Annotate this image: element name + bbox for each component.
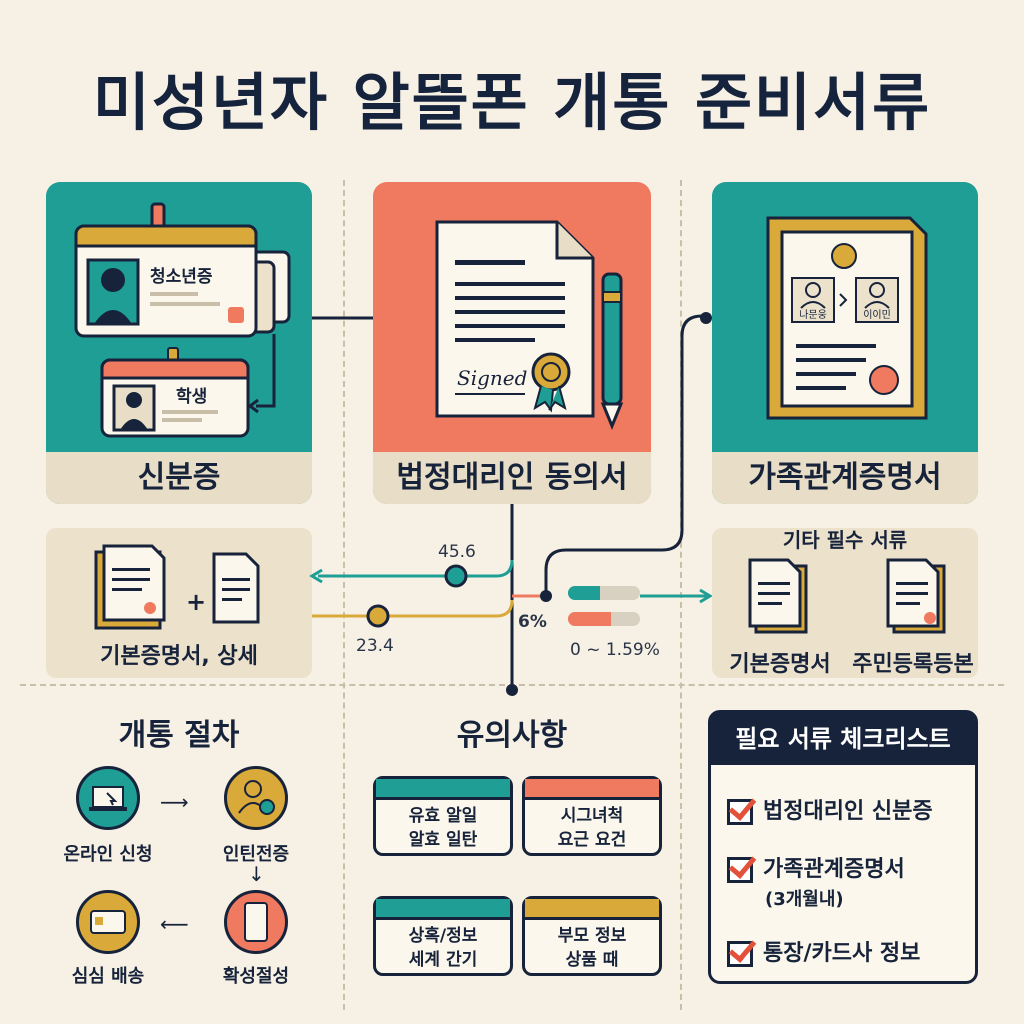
laptop-icon xyxy=(76,766,140,830)
procedure-title: 개통 절차 xyxy=(118,718,240,753)
arrow-left-icon: ⟵ xyxy=(160,912,189,936)
step1-label: 온라인 신청 xyxy=(63,844,153,865)
checklist-item-1-label: 법정대리인 신분증 xyxy=(763,799,933,824)
checklist-item-2[interactable]: 가족관계증명서 xyxy=(727,851,905,883)
student-card-text: 학생 xyxy=(176,387,208,407)
progress-bar-bottom xyxy=(568,612,640,626)
youth-card-text: 청소년증 xyxy=(150,267,213,287)
checkbox-checked-icon[interactable] xyxy=(727,799,753,825)
caution-1-line1: 유효 알일 xyxy=(408,806,478,826)
cautions-title: 유의사항 xyxy=(456,718,568,753)
checklist-item-2-note: (3개월내) xyxy=(765,889,844,910)
family-person2-text: 이이민 xyxy=(863,310,891,321)
caution-2-line1: 시그녀척 xyxy=(560,806,624,826)
consent-label: 법정대리인 동의서 xyxy=(373,452,651,504)
caution-4-line2: 상품 때 xyxy=(565,950,619,970)
card-delivery-icon xyxy=(76,890,140,954)
arrow-down-icon: ↓ xyxy=(248,862,265,886)
other-docs-title: 기타 필수 서류 xyxy=(782,528,908,552)
family-person1-text: 나문웅 xyxy=(799,310,827,321)
basic-cert-label: 기본증명서, 상세 xyxy=(100,644,258,669)
family-cert-label: 가족관계증명서 xyxy=(712,452,978,504)
value-bottom-label: 23.4 xyxy=(356,636,394,656)
caution-3-line1: 상혹/정보 xyxy=(408,926,478,946)
basic-cert-icon: + xyxy=(94,544,260,630)
checklist-item-3-label: 통장/카드사 정보 xyxy=(763,941,921,966)
step2-label: 인틴전증 xyxy=(222,844,290,865)
id-card-panel[interactable]: 청소년증 학생 신분증 xyxy=(46,182,312,504)
family-certificate-icon xyxy=(766,216,928,420)
consent-panel[interactable]: Signed 법정대리인 동의서 xyxy=(373,182,651,504)
percent-label: 6% xyxy=(518,612,547,632)
page-title: 미성년자 알뜰폰 개통 준비서류 xyxy=(92,66,932,139)
progress-bar-top xyxy=(568,586,640,600)
svg-text:+: + xyxy=(186,588,206,616)
value-top-label: 45.6 xyxy=(438,542,476,562)
signature-text: Signed xyxy=(457,366,528,390)
user-verify-icon xyxy=(224,766,288,830)
document-signed-icon xyxy=(435,220,624,430)
checkbox-checked-icon[interactable] xyxy=(727,941,753,967)
caution-4-line1: 부모 정보 xyxy=(557,926,627,946)
id-card-icon xyxy=(74,202,291,438)
arrow-right-icon: ⟶ xyxy=(160,790,189,814)
other-docs-panel[interactable]: 기타 필수 서류 기본증명서 주민등록등본 xyxy=(712,528,978,678)
checklist-item-3[interactable]: 통장/카드사 정보 xyxy=(727,935,920,967)
progress-fill-bottom xyxy=(568,612,612,626)
other-doc1-label: 기본증명서 xyxy=(729,652,831,677)
progress-fill-top xyxy=(568,586,601,600)
id-card-label: 신분증 xyxy=(46,452,312,504)
family-cert-panel[interactable]: 나문웅 이이민 가족관계증명서 xyxy=(712,182,978,504)
caution-1-line2: 알효 일탄 xyxy=(408,830,478,850)
checkbox-checked-icon[interactable] xyxy=(727,857,753,883)
basic-cert-panel[interactable]: + 기본증명서, 상세 xyxy=(46,528,312,678)
caution-3-line2: 세계 간기 xyxy=(408,950,478,970)
caution-2-line2: 요근 요건 xyxy=(557,830,627,850)
divider-left xyxy=(343,180,345,1010)
step4-label: 심심 배송 xyxy=(71,966,145,987)
step3-label: 확성절성 xyxy=(222,966,290,987)
checklist-item-1[interactable]: 법정대리인 신분증 xyxy=(727,793,933,825)
phone-icon xyxy=(224,890,288,954)
other-doc2-label: 주민등록등본 xyxy=(852,652,974,677)
checklist-title: 필요 서류 체크리스트 xyxy=(711,713,975,765)
checklist-item-2-label: 가족관계증명서 xyxy=(763,857,905,882)
checklist-panel: 필요 서류 체크리스트 법정대리인 신분증 가족관계증명서 (3개월내) 통장/… xyxy=(708,710,978,984)
range-label: 0 ~ 1.59% xyxy=(570,640,660,660)
other-docs-icons xyxy=(748,558,946,634)
